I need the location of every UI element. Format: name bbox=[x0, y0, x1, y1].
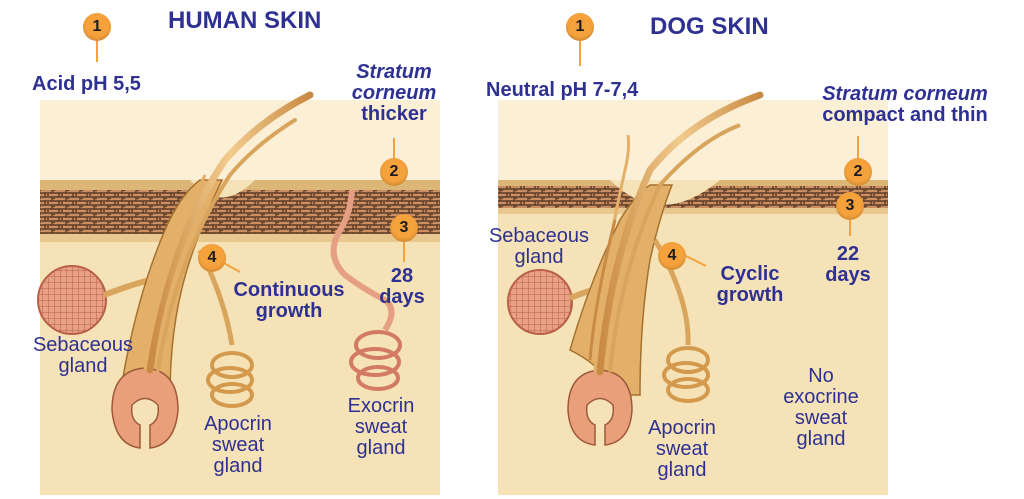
dog-growth-line1: Cyclic bbox=[720, 263, 780, 285]
human-exocrin-line3: gland bbox=[356, 437, 406, 459]
human-skin-illustration bbox=[37, 40, 440, 495]
dog-stratum-label: Stratum corneum compact and thin bbox=[800, 84, 1010, 126]
dog-days-label: 22 days bbox=[818, 244, 878, 286]
dog-skin-illustration bbox=[498, 40, 888, 495]
human-badge-1: 1 bbox=[83, 13, 111, 41]
dog-no-exocrine-label: No exocrine sweat gland bbox=[770, 366, 872, 450]
dog-stratum-line2: compact and thin bbox=[822, 104, 988, 126]
human-badge-3-label: 3 bbox=[399, 219, 409, 236]
human-apocrin-label: Apocrin sweat gland bbox=[190, 414, 286, 477]
human-badge-4-label: 4 bbox=[207, 249, 217, 266]
dog-skin-title: DOG SKIN bbox=[650, 13, 769, 40]
dog-sebaceous-label: Sebaceous gland bbox=[474, 226, 604, 268]
dog-badge-2: 2 bbox=[844, 158, 872, 186]
human-badge-1-label: 1 bbox=[92, 18, 102, 35]
dog-badge-3-label: 3 bbox=[845, 197, 855, 214]
dog-stratum-line1: Stratum corneum bbox=[822, 83, 988, 105]
dog-days-line2: days bbox=[825, 264, 871, 286]
human-stratum-label: Stratum corneum thicker bbox=[335, 62, 453, 125]
human-exocrin-label: Exocrin sweat gland bbox=[334, 396, 428, 459]
dog-noexo-line1: No bbox=[808, 365, 834, 387]
dog-sebaceous-gland bbox=[507, 269, 573, 335]
dog-sebaceous-line1: Sebaceous bbox=[488, 225, 590, 247]
dog-badge-2-label: 2 bbox=[853, 163, 863, 180]
dog-sebaceous-line2: gland bbox=[514, 246, 564, 268]
dog-ph-label: Neutral pH 7-7,4 bbox=[486, 79, 639, 101]
human-stratum-line1: Stratum bbox=[356, 61, 432, 83]
human-badge-2-label: 2 bbox=[389, 163, 399, 180]
human-sebaceous-label: Sebaceous gland bbox=[18, 335, 148, 377]
human-sebaceous-gland bbox=[37, 265, 107, 335]
human-stratum-line3: thicker bbox=[361, 103, 427, 125]
dog-noexo-line3: sweat bbox=[794, 407, 848, 429]
human-apocrine-coil bbox=[206, 351, 254, 408]
human-growth-label: Continuous growth bbox=[218, 280, 360, 322]
dog-apocrine-coil bbox=[662, 346, 710, 403]
human-sebaceous-line1: Sebaceous bbox=[32, 334, 134, 356]
human-apocrin-line1: Apocrin bbox=[204, 413, 272, 435]
dog-badge-4: 4 bbox=[658, 242, 686, 270]
dog-hair-bulb bbox=[567, 369, 633, 446]
human-exocrine-coil bbox=[349, 330, 402, 391]
human-badge-2: 2 bbox=[380, 158, 408, 186]
dog-growth-line2: growth bbox=[716, 284, 784, 306]
dog-badge-1: 1 bbox=[566, 13, 594, 41]
dog-badge-1-label: 1 bbox=[575, 18, 585, 35]
human-skin-title: HUMAN SKIN bbox=[168, 7, 322, 34]
human-days-line1: 28 bbox=[390, 265, 414, 287]
human-exocrine-duct bbox=[330, 189, 395, 332]
human-sebaceous-line2: gland bbox=[58, 355, 108, 377]
dog-days-line1: 22 bbox=[836, 243, 860, 265]
human-growth-line2: growth bbox=[255, 300, 323, 322]
human-days-line2: days bbox=[379, 286, 425, 308]
dog-growth-label: Cyclic growth bbox=[702, 264, 798, 306]
human-badge-4: 4 bbox=[198, 244, 226, 272]
human-badge-3: 3 bbox=[390, 214, 418, 242]
dog-noexo-line4: gland bbox=[796, 428, 846, 450]
dog-noexo-line2: exocrine bbox=[783, 386, 859, 408]
dog-apocrin-label: Apocrin sweat gland bbox=[634, 418, 730, 481]
dog-apocrin-line3: gland bbox=[657, 459, 707, 481]
human-ph-label: Acid pH 5,5 bbox=[32, 73, 141, 95]
dog-badge-3: 3 bbox=[836, 192, 864, 220]
human-apocrin-line2: sweat bbox=[211, 434, 265, 456]
dog-apocrin-line2: sweat bbox=[655, 438, 709, 460]
human-stratum-line2: corneum bbox=[351, 82, 437, 104]
dog-apocrin-line1: Apocrin bbox=[648, 417, 716, 439]
dog-badge-4-label: 4 bbox=[667, 247, 677, 264]
human-days-label: 28 days bbox=[372, 266, 432, 308]
human-growth-line1: Continuous bbox=[233, 279, 345, 301]
human-exocrin-line1: Exocrin bbox=[347, 395, 415, 417]
human-apocrin-line3: gland bbox=[213, 455, 263, 477]
human-exocrin-line2: sweat bbox=[354, 416, 408, 438]
human-stratum-corneum bbox=[40, 190, 440, 234]
